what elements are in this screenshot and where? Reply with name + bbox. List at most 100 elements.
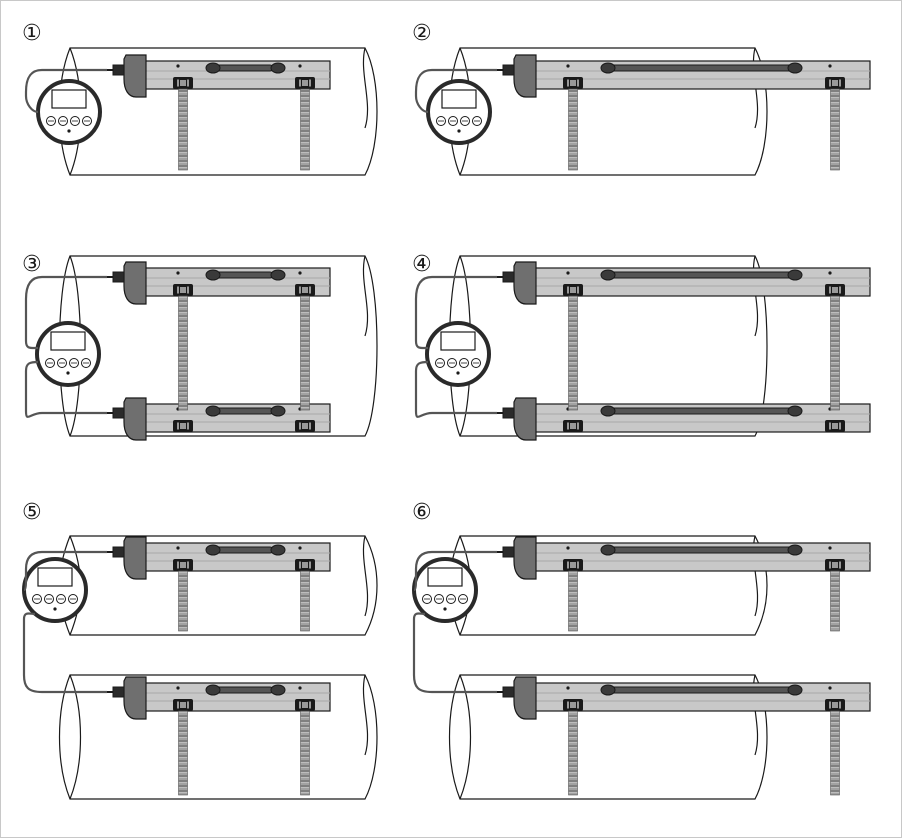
rail-assembly — [497, 54, 871, 98]
strap-clamp — [295, 699, 315, 711]
clamp-on-sensor-icon — [513, 676, 537, 720]
rail-hole — [566, 271, 570, 275]
strap-clamp — [563, 420, 583, 432]
rail-slot — [609, 546, 793, 554]
sensor-cable — [24, 360, 107, 419]
strap-band — [178, 295, 188, 411]
pipe-break-line — [362, 535, 369, 617]
clamp-screw — [831, 701, 839, 709]
rail-slot — [212, 271, 274, 279]
sensor-connector — [112, 546, 125, 558]
sensor-cable — [413, 550, 497, 592]
sensor-connector — [502, 64, 515, 76]
converter-display — [50, 331, 86, 351]
strap-band — [568, 570, 578, 632]
rail-slot — [212, 407, 274, 415]
rail-hole — [176, 546, 180, 550]
sensor-connector — [112, 686, 125, 698]
sensor-connector — [502, 271, 515, 283]
clamp-window — [177, 422, 189, 430]
rail-hole — [298, 686, 302, 690]
converter — [426, 79, 492, 145]
rail-hole — [176, 271, 180, 275]
strap-band-icon — [300, 710, 310, 796]
clamp-on-sensor-icon — [123, 397, 147, 441]
strap-band — [568, 710, 578, 796]
clamp-screw — [569, 79, 577, 87]
sensor-cable — [24, 68, 107, 114]
strap-band-icon — [300, 570, 310, 632]
panel-label: ⑤ — [22, 500, 42, 525]
strap-clamp — [825, 699, 845, 711]
clamp-screw — [179, 79, 187, 87]
converter-led — [53, 607, 57, 611]
rail-knob — [205, 684, 221, 696]
clamp-window — [567, 561, 579, 569]
strap-clamp — [563, 77, 583, 89]
converter-display — [51, 89, 87, 109]
rail-knob — [600, 405, 616, 417]
sensor-connector — [502, 407, 515, 419]
clamp-window — [177, 286, 189, 294]
pipe-break-line — [362, 255, 369, 337]
rail-knob — [787, 62, 803, 74]
sensor-connector — [112, 271, 125, 283]
clamp-screw — [569, 422, 577, 430]
rail-knob — [270, 405, 286, 417]
strap-clamp — [173, 77, 193, 89]
sensor-connector — [502, 546, 515, 558]
strap-band-icon — [830, 88, 840, 171]
sensor-cable — [414, 275, 497, 350]
rail-hole — [828, 64, 832, 68]
converter-display — [427, 567, 463, 587]
strap-band — [300, 88, 310, 171]
clamp-on-sensor-icon — [123, 261, 147, 305]
rail-assembly — [497, 397, 871, 441]
rail-hole — [176, 64, 180, 68]
clamp-window — [829, 701, 841, 709]
rail-knob — [270, 62, 286, 74]
converter — [425, 321, 491, 387]
strap-band — [300, 295, 310, 411]
panel-label: ③ — [22, 252, 42, 277]
strap-clamp — [295, 559, 315, 571]
converter — [36, 79, 102, 145]
strap-band — [300, 710, 310, 796]
clamp-on-sensor-icon — [123, 54, 147, 98]
rail-hole — [298, 271, 302, 275]
rail-knob — [787, 544, 803, 556]
clamp-window — [299, 561, 311, 569]
clamp-screw — [569, 561, 577, 569]
mounting-panel: ② — [412, 21, 871, 176]
rail-slot — [212, 686, 274, 694]
mounting-panel: ① — [22, 21, 378, 176]
clamp-window — [829, 286, 841, 294]
rail-knob — [270, 269, 286, 281]
strap-clamp — [173, 699, 193, 711]
sensor-cable — [22, 612, 107, 694]
rail-hole — [566, 686, 570, 690]
strap-band-icon — [568, 295, 578, 411]
clamp-window — [829, 79, 841, 87]
clamp-on-sensor-icon — [123, 676, 147, 720]
sensor-cable — [412, 612, 497, 694]
clamp-on-sensor-icon — [513, 397, 537, 441]
sensor-cable — [414, 360, 497, 419]
strap-band-icon — [568, 710, 578, 796]
strap-band — [178, 710, 188, 796]
pipe-end-curve — [69, 674, 82, 800]
rail-slot — [212, 64, 274, 72]
strap-clamp — [825, 559, 845, 571]
strap-band-icon — [178, 88, 188, 171]
converter-led — [67, 129, 71, 133]
pipe-break-line — [362, 47, 369, 129]
rail-knob — [600, 269, 616, 281]
converter-led — [66, 371, 70, 375]
clamp-window — [299, 79, 311, 87]
clamp-on-sensor-icon — [123, 536, 147, 580]
rail-hole — [298, 546, 302, 550]
pipe-break-line — [362, 674, 369, 756]
clamp-window — [567, 286, 579, 294]
mounting-panel: ③ — [22, 252, 378, 441]
